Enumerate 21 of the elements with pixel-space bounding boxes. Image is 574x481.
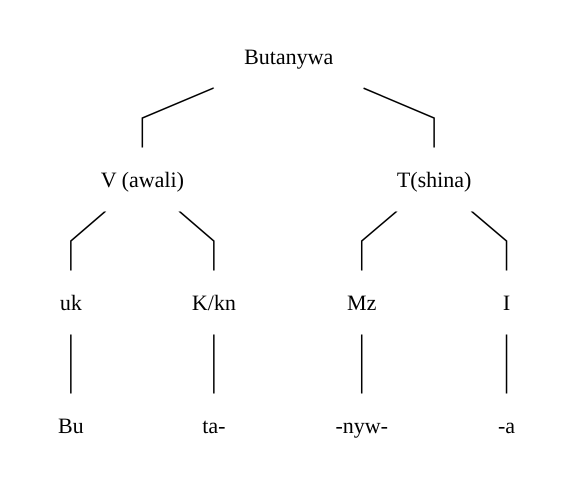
- connector: [361, 334, 363, 394]
- connector: [142, 86, 215, 148]
- node-text: V (awali): [101, 166, 184, 192]
- connector: [363, 86, 436, 148]
- connector: [178, 210, 216, 270]
- node-text: ta-: [202, 412, 226, 438]
- node-text: I: [503, 290, 511, 314]
- node-text: uk: [60, 290, 82, 314]
- node-text: -a: [498, 412, 516, 438]
- node-text: -nyw-: [336, 412, 388, 438]
- connector: [70, 334, 72, 394]
- node-text: K/kn: [192, 290, 236, 314]
- node-text: T(shina): [397, 166, 472, 192]
- connector: [361, 210, 398, 270]
- node-text: Butanywa: [244, 44, 334, 69]
- node-text: Bu: [58, 412, 84, 438]
- connector: [214, 334, 216, 394]
- node-text: Mz: [348, 290, 377, 314]
- connector: [471, 210, 508, 270]
- connector: [506, 334, 508, 394]
- connector: [70, 210, 107, 270]
